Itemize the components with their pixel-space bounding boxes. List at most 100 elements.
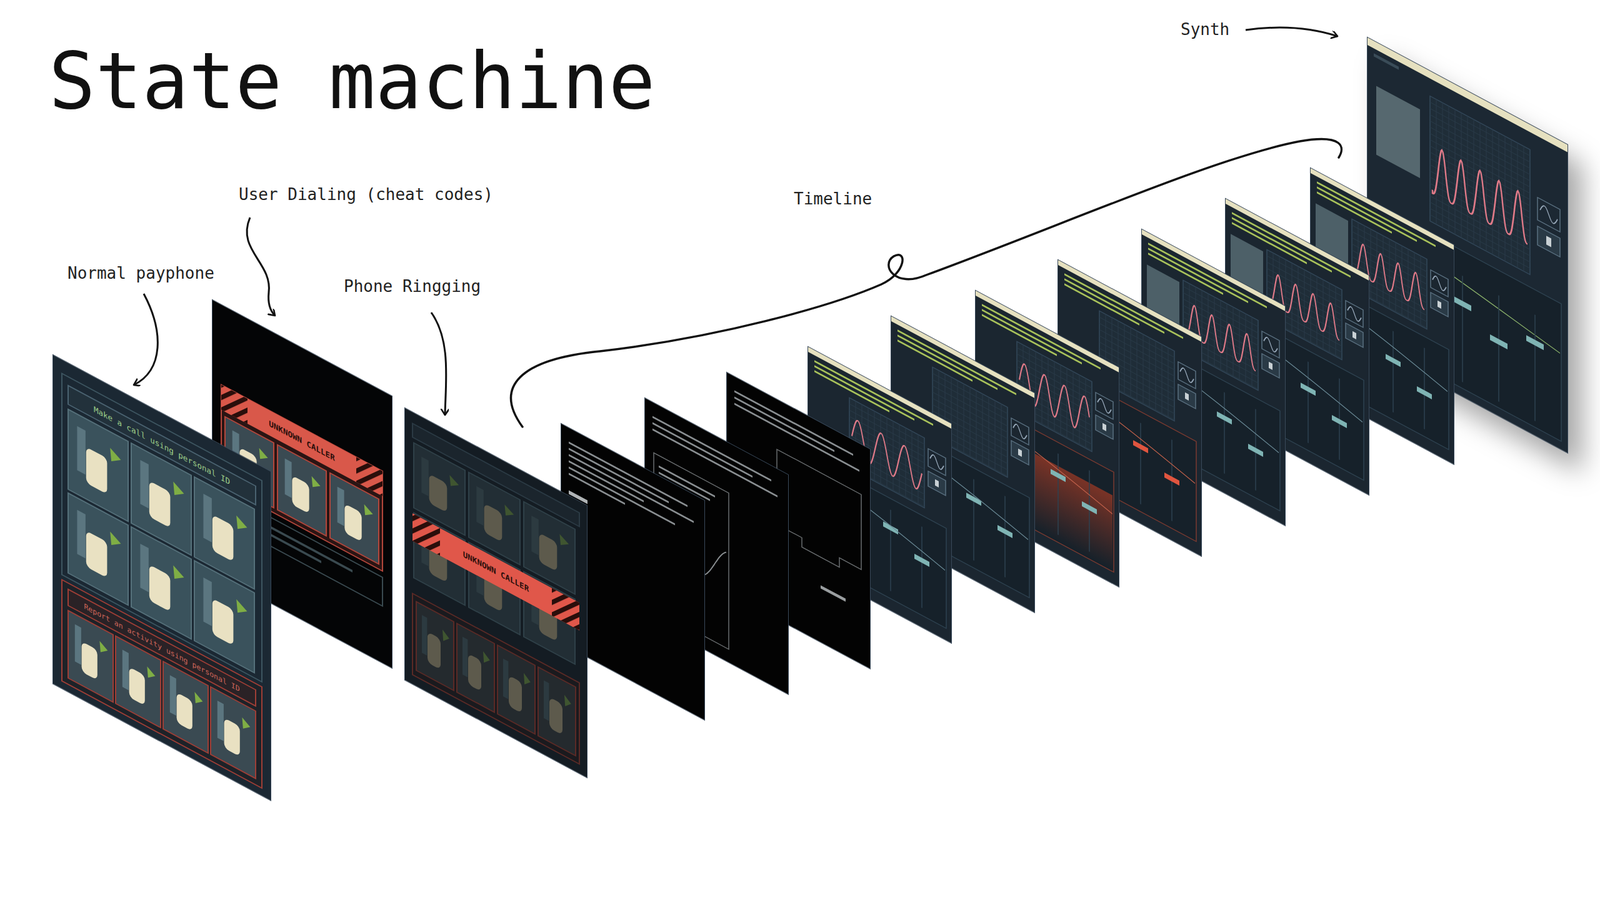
decor-shape xyxy=(820,488,836,502)
decor-shape xyxy=(1307,361,1309,444)
decor-shape xyxy=(1185,301,1256,372)
decor-shape xyxy=(1035,351,1036,422)
decor-shape xyxy=(1345,300,1364,328)
decor-shape xyxy=(1430,270,1449,297)
decor-shape xyxy=(883,521,899,535)
decor-shape xyxy=(1351,218,1427,329)
decor-shape xyxy=(1041,355,1042,425)
decor-shape xyxy=(930,453,944,472)
decor-shape xyxy=(658,478,705,505)
decor-shape xyxy=(1461,275,1464,382)
decor-shape xyxy=(1263,335,1278,354)
decor-shape xyxy=(427,631,441,670)
decor-shape xyxy=(503,658,509,700)
decor-shape xyxy=(658,465,715,498)
decor-shape xyxy=(658,471,710,502)
decor-shape xyxy=(1278,256,1280,327)
decor-shape xyxy=(1133,440,1149,454)
decor-shape xyxy=(1526,335,1544,350)
decor-shape xyxy=(867,407,869,478)
decor-shape xyxy=(1183,280,1259,390)
decor-shape xyxy=(224,717,240,757)
decor-shape xyxy=(1546,235,1552,247)
decor-shape xyxy=(1303,270,1305,340)
decor-shape xyxy=(932,416,1008,457)
decor-shape xyxy=(1351,275,1427,315)
decor-shape xyxy=(1245,328,1247,410)
decor-shape xyxy=(1375,222,1560,354)
decor-shape xyxy=(462,636,468,678)
decor-shape xyxy=(1416,386,1432,400)
decor-shape xyxy=(896,426,1030,598)
decor-shape xyxy=(1300,382,1316,396)
decor-shape xyxy=(1373,203,1562,442)
decor-shape xyxy=(1099,323,1175,364)
decor-shape xyxy=(932,385,1008,426)
decor-shape xyxy=(1099,316,1175,357)
decor-shape xyxy=(1540,203,1558,226)
decor-shape xyxy=(1534,315,1536,422)
decor-shape xyxy=(776,449,862,579)
decor-shape xyxy=(1077,389,1079,471)
decor-shape xyxy=(523,673,531,688)
decor-shape xyxy=(76,426,85,475)
decor-shape xyxy=(1537,226,1560,257)
decor-shape xyxy=(1347,305,1362,324)
decor-shape xyxy=(1285,259,1286,330)
decor-shape xyxy=(86,530,108,579)
decor-shape xyxy=(203,577,212,627)
callout-label: Phone Ringging xyxy=(343,276,481,297)
decor-shape xyxy=(221,491,383,607)
decor-shape xyxy=(1183,292,1259,333)
decor-shape xyxy=(975,390,977,461)
decor-shape xyxy=(1361,314,1363,396)
decor-shape xyxy=(941,462,944,544)
decor-shape xyxy=(1266,274,1342,315)
decor-shape xyxy=(1018,448,1022,457)
decor-shape xyxy=(1417,295,1435,311)
decor-shape xyxy=(849,410,925,450)
decor-shape xyxy=(1099,348,1175,389)
decor-shape xyxy=(86,446,108,495)
decor-shape xyxy=(203,493,212,543)
decor-shape xyxy=(1016,403,1092,444)
decor-shape xyxy=(531,515,539,555)
decor-shape xyxy=(1053,361,1055,432)
decor-shape xyxy=(1261,353,1280,379)
decor-shape xyxy=(76,510,85,559)
decor-shape xyxy=(932,398,1008,439)
decor-shape xyxy=(337,486,345,527)
decor-shape xyxy=(973,479,975,561)
decor-shape xyxy=(938,370,939,441)
decor-shape xyxy=(1050,468,1066,482)
decor-shape xyxy=(412,593,580,764)
decor-shape xyxy=(1099,335,1175,376)
decor-shape xyxy=(1238,349,1254,363)
decor-shape xyxy=(568,490,588,504)
decor-shape xyxy=(476,486,484,526)
decor-shape xyxy=(1266,261,1342,302)
decor-shape xyxy=(236,599,247,619)
decor-shape xyxy=(1351,243,1427,284)
decor-shape xyxy=(1297,266,1299,337)
decor-shape xyxy=(1097,396,1112,415)
decor-shape xyxy=(897,438,1029,540)
decor-shape xyxy=(928,448,946,476)
leader-line xyxy=(431,312,447,415)
decor-shape xyxy=(1220,300,1221,371)
decor-shape xyxy=(1016,391,1092,432)
decor-shape xyxy=(932,366,1008,477)
decor-shape xyxy=(1178,384,1196,409)
decor-shape xyxy=(657,514,727,589)
decor-shape xyxy=(504,504,514,520)
decor-shape xyxy=(1423,348,1425,430)
decor-shape xyxy=(1167,347,1169,418)
decor-shape xyxy=(1066,368,1067,439)
decor-shape xyxy=(1154,378,1170,392)
decor-shape xyxy=(61,580,262,789)
decor-shape xyxy=(1178,361,1196,389)
decor-shape xyxy=(364,504,374,520)
decor-shape xyxy=(981,393,983,464)
decor-shape xyxy=(1230,233,1264,297)
